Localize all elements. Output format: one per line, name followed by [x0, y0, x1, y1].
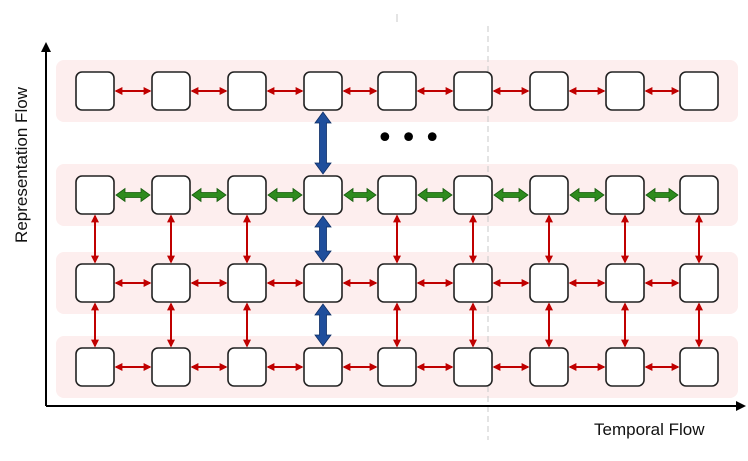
grid-node — [679, 175, 719, 215]
grid-node — [679, 71, 719, 111]
grid-node — [453, 347, 493, 387]
double-headed-arrow-icon — [569, 187, 605, 203]
grid-node — [453, 71, 493, 111]
grid-node — [605, 175, 645, 215]
double-headed-arrow-icon — [115, 187, 151, 203]
grid-node — [605, 263, 645, 303]
grid-node — [227, 347, 267, 387]
double-headed-arrow-icon — [417, 187, 453, 203]
grid-node — [605, 71, 645, 111]
grid-node — [227, 175, 267, 215]
grid-node — [377, 347, 417, 387]
grid-node — [605, 347, 645, 387]
double-headed-arrow-icon — [645, 187, 679, 203]
y-axis-arrowhead — [41, 42, 51, 52]
grid-node — [377, 175, 417, 215]
double-headed-arrow-icon — [314, 303, 332, 347]
grid-node — [151, 71, 191, 111]
grid-node — [75, 71, 115, 111]
grid-node — [75, 347, 115, 387]
grid-node — [75, 175, 115, 215]
grid-node — [453, 263, 493, 303]
grid-node — [529, 263, 569, 303]
grid-node — [303, 175, 343, 215]
double-headed-arrow-icon — [191, 187, 227, 203]
double-headed-arrow-icon — [314, 111, 332, 175]
grid-node — [679, 347, 719, 387]
double-headed-arrow-icon — [267, 187, 303, 203]
ellipsis-text: ••• — [376, 121, 448, 156]
grid-node — [529, 347, 569, 387]
grid-node — [303, 263, 343, 303]
grid-node — [529, 71, 569, 111]
grid-node — [529, 175, 569, 215]
grid-node — [679, 263, 719, 303]
double-headed-arrow-icon — [343, 187, 377, 203]
grid-node — [303, 71, 343, 111]
double-headed-arrow-icon — [314, 215, 332, 263]
double-headed-arrow-icon — [493, 187, 529, 203]
grid-node — [151, 175, 191, 215]
grid-node — [377, 71, 417, 111]
grid-node — [303, 347, 343, 387]
axes — [41, 42, 746, 411]
grid-node — [377, 263, 417, 303]
grid-node — [151, 347, 191, 387]
grid-node — [453, 175, 493, 215]
grid-node — [75, 263, 115, 303]
y-axis-label: Representation Flow — [12, 87, 31, 243]
x-axis-arrowhead — [736, 401, 746, 411]
x-axis-label: Temporal Flow — [594, 420, 705, 439]
grid-node — [227, 71, 267, 111]
grid-node — [151, 263, 191, 303]
grid-node — [227, 263, 267, 303]
